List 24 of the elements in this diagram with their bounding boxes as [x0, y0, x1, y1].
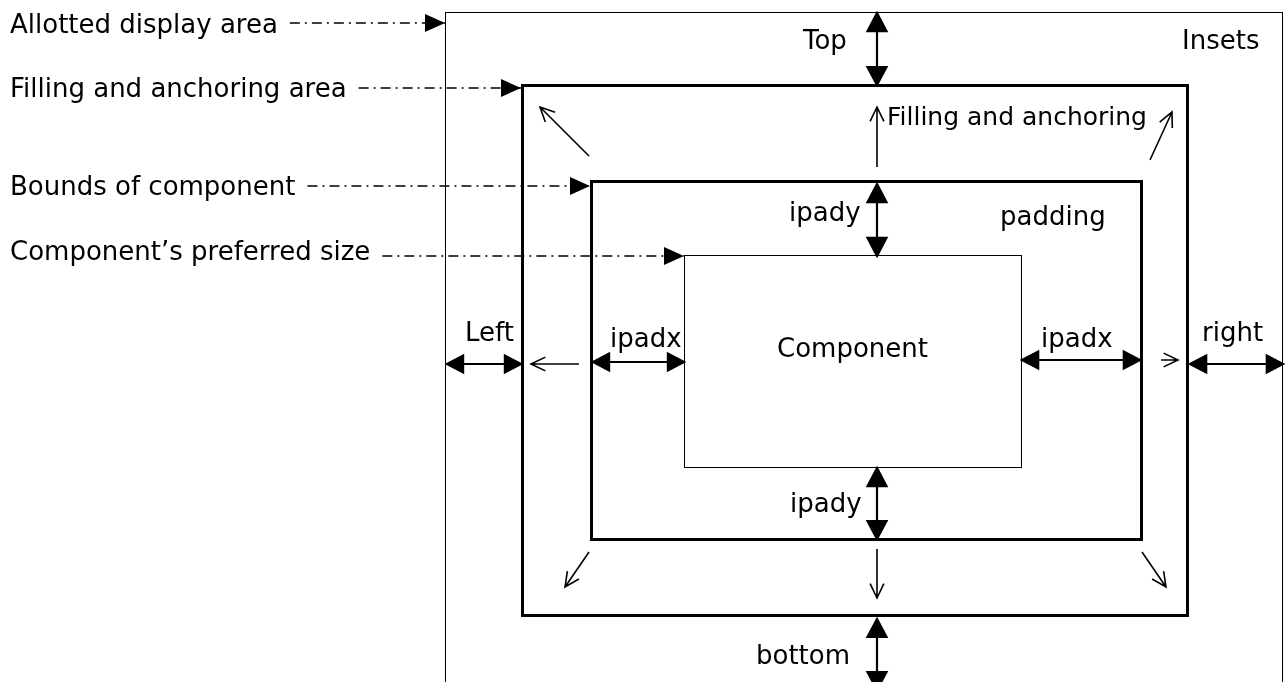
dimension-label: Top: [803, 25, 847, 55]
component-bounds-frame: [590, 180, 1143, 541]
region-label: Insets: [1182, 25, 1260, 55]
dimension-label: bottom: [756, 640, 851, 670]
leader-line: [358, 79, 522, 97]
leader-line: [289, 14, 446, 32]
dimension-label: right: [1202, 317, 1264, 347]
leader-line: [306, 177, 591, 195]
dimension-label: ipadx: [610, 323, 682, 353]
callout-text: Component’s preferred size: [10, 236, 371, 266]
callout-text: Filling and anchoring area: [10, 73, 347, 103]
leader-line: [381, 247, 685, 265]
component-rectangle: [684, 255, 1022, 468]
dimension-label: ipady: [790, 488, 862, 518]
filling-area-frame: [521, 84, 1189, 617]
region-label: Filling and anchoring: [887, 102, 1147, 132]
callout-text: Allotted display area: [10, 9, 278, 39]
dimension-label: ipady: [789, 197, 861, 227]
component-label: Component: [777, 333, 928, 363]
dimension-label: Left: [465, 317, 514, 347]
callout-text: Bounds of component: [10, 171, 296, 201]
dimension-label: ipadx: [1041, 323, 1113, 353]
display-area-frame: [445, 12, 1283, 682]
region-label: padding: [1000, 201, 1106, 231]
